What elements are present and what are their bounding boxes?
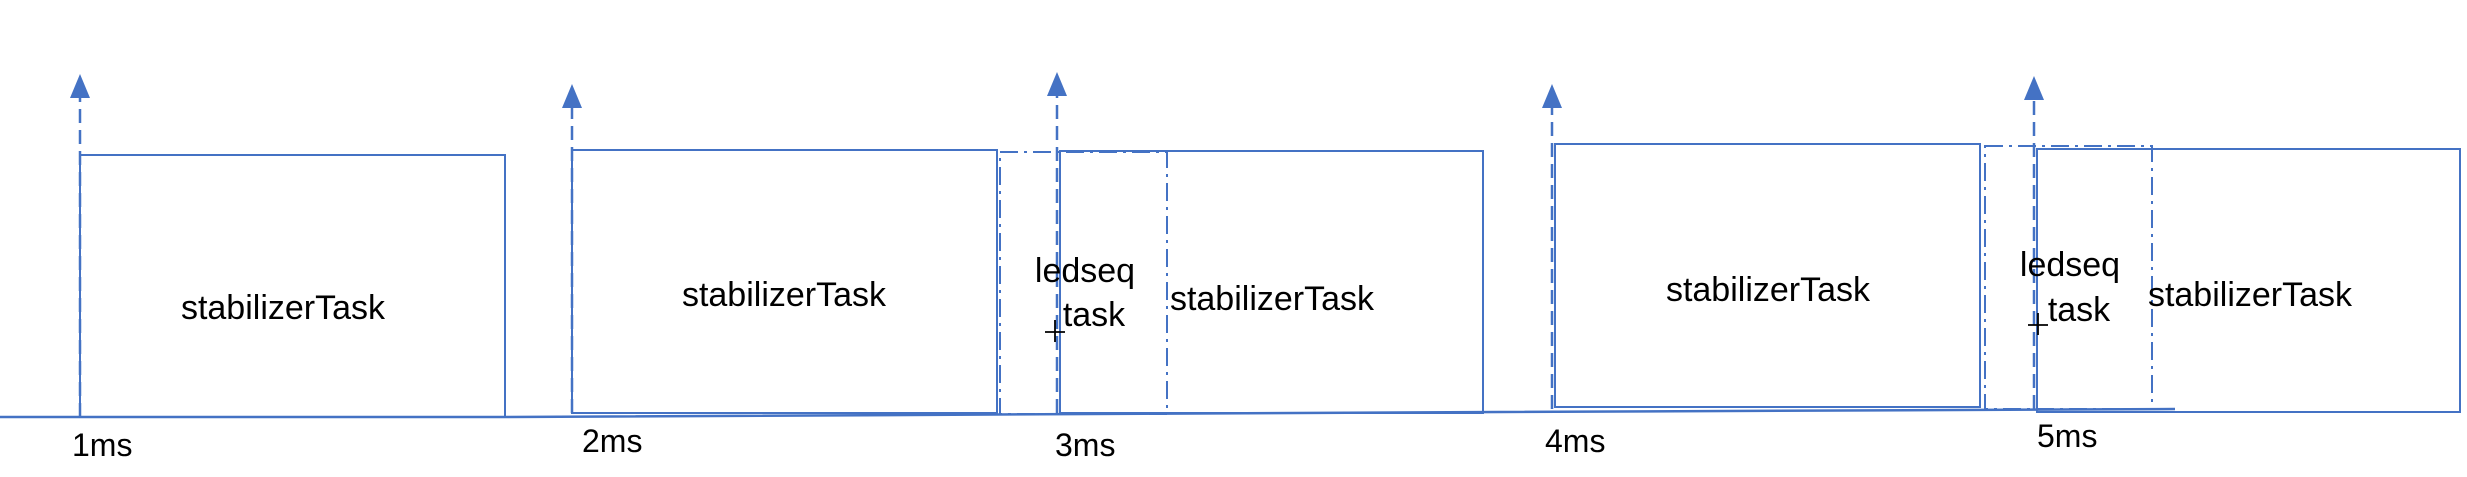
arrow-up-icon [70, 74, 90, 98]
tick-label-1ms: 1ms [72, 427, 132, 463]
time-marker-3ms [1047, 72, 1067, 413]
task-box-ledseq-2 [1984, 145, 2153, 410]
task-label: ledseq [1035, 252, 1135, 290]
arrow-up-icon [1047, 72, 1067, 96]
task-label: stabilizerTask [1170, 280, 1375, 318]
tick-label-5ms: 5ms [2037, 418, 2097, 454]
task-label-line2: task [1063, 296, 1126, 334]
task-label-line2: task [2048, 291, 2111, 329]
arrow-up-icon [2024, 76, 2044, 100]
task-label: stabilizerTask [682, 276, 887, 314]
task-box-stabilizer-1 [79, 154, 506, 418]
task-label: stabilizerTask [1666, 271, 1871, 309]
task-label: stabilizerTask [2148, 276, 2353, 314]
arrow-up-icon [1542, 84, 1562, 108]
task-box-stabilizer-4 [1554, 143, 1981, 408]
time-marker-5ms [2024, 76, 2044, 409]
arrow-up-icon [562, 84, 582, 108]
crosshair-icon [1045, 320, 1065, 342]
time-marker-4ms [1542, 84, 1562, 409]
task-box-stabilizer-5 [2036, 148, 2461, 413]
tick-label-2ms: 2ms [582, 423, 642, 459]
time-marker-2ms [562, 84, 582, 413]
task-box-stabilizer-3 [1059, 150, 1484, 414]
time-marker-1ms [70, 74, 90, 417]
task-label: ledseq [2020, 246, 2120, 284]
crosshair-icon [2028, 313, 2048, 335]
task-label: stabilizerTask [181, 289, 386, 327]
task-box-ledseq-1 [999, 151, 1168, 415]
tick-label-3ms: 3ms [1055, 427, 1115, 463]
tick-label-4ms: 4ms [1545, 423, 1605, 459]
